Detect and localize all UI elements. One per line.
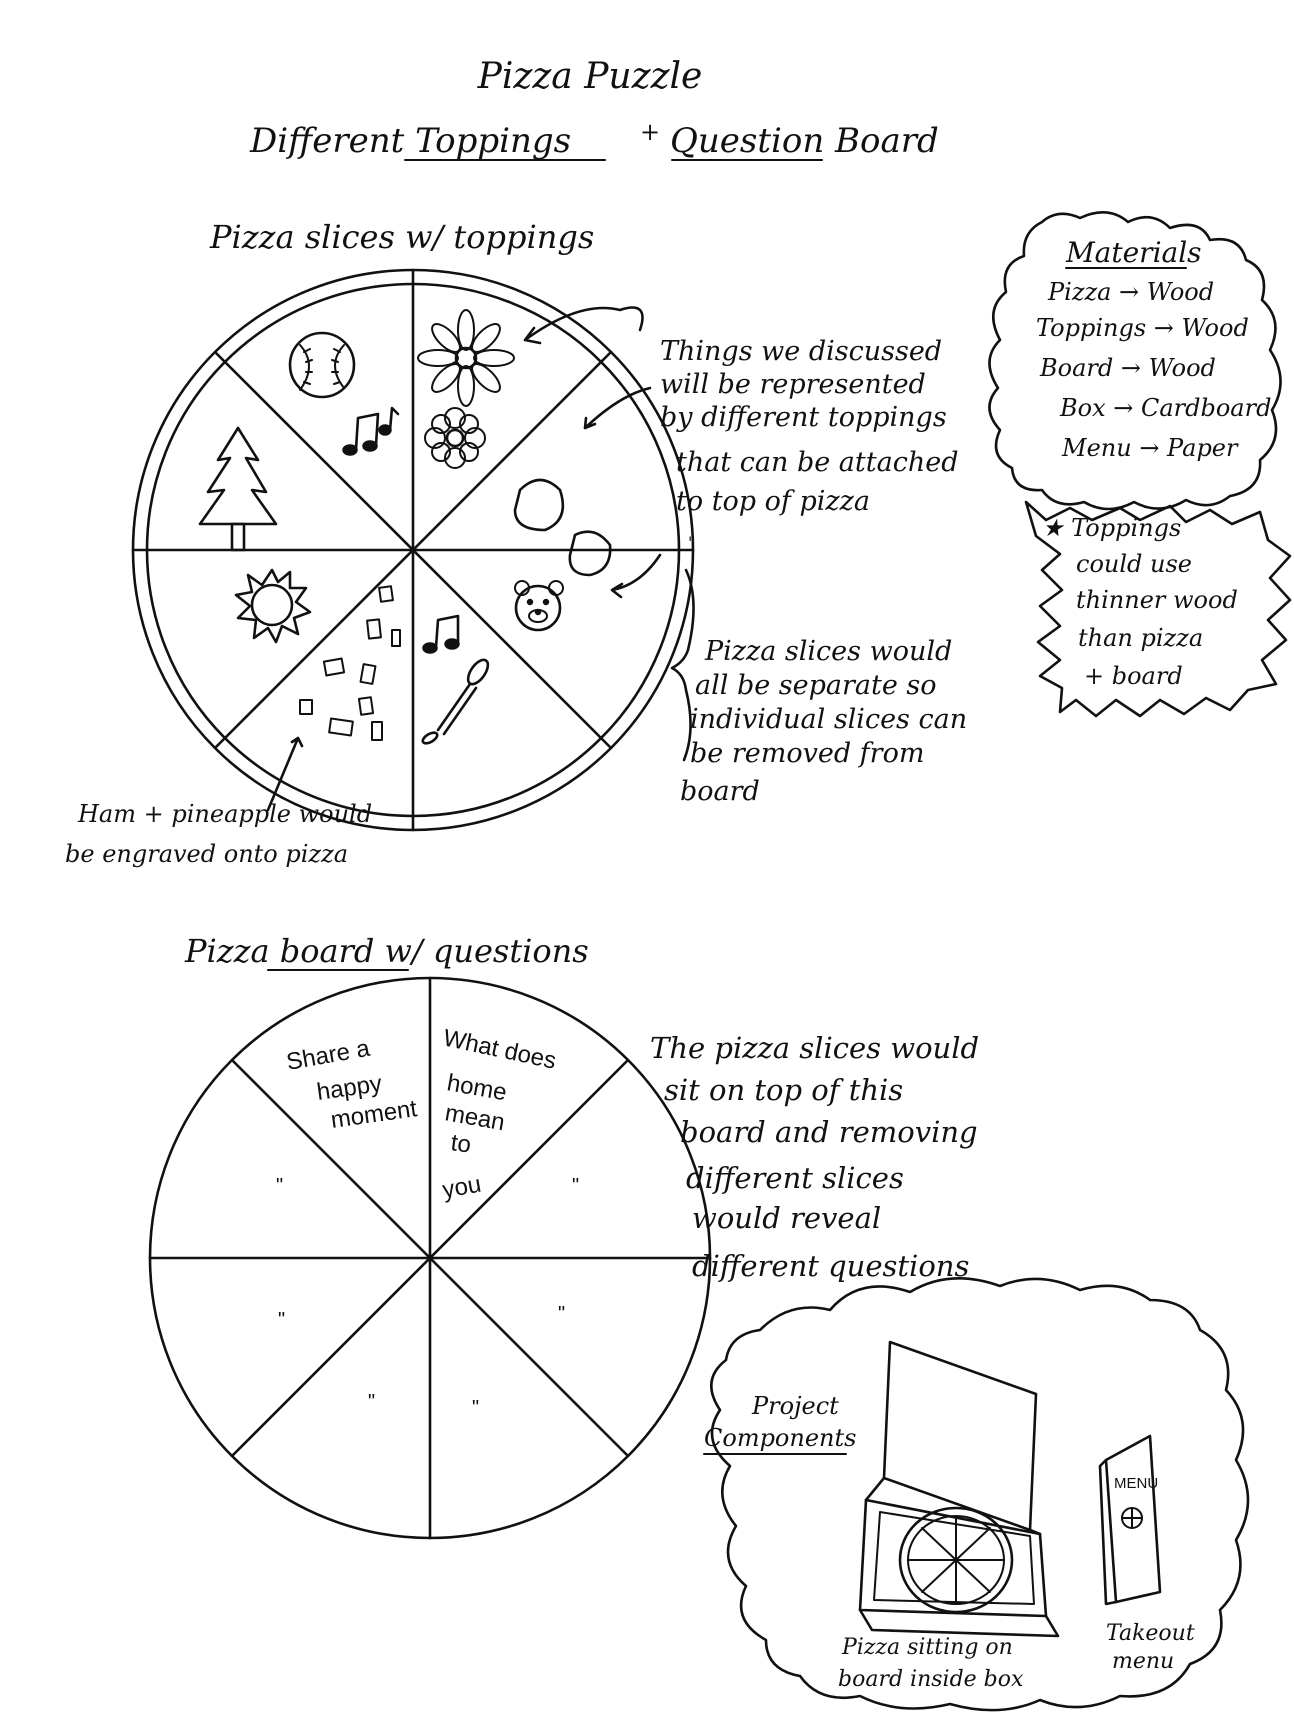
board-cut-4	[230, 1058, 630, 1458]
toppings-note-line-4: that can be attached	[676, 447, 958, 478]
subtitle-part2: Question Board	[670, 121, 939, 161]
engraved-note-line-2: be engraved onto pizza	[65, 840, 348, 868]
section2-heading: Pizza board w/ questions	[184, 932, 589, 970]
slices-brace	[670, 568, 695, 762]
subtitle-plus: +	[640, 118, 660, 146]
thinner-wood-line-4: than pizza	[1078, 624, 1203, 652]
baseball-icon	[288, 331, 356, 399]
box-inner	[873, 1511, 1035, 1605]
thinner-wood-bubble: ★ Toppings could use thinner wood than p…	[1024, 500, 1292, 718]
toppings-note-line-1: Things we discussed	[660, 336, 942, 367]
board-note-line-2: sit on top of this	[664, 1073, 903, 1107]
slices-note-line-4: be removed from	[690, 738, 924, 769]
slice-cut-4	[213, 350, 613, 750]
ditto-right-lower: "	[558, 1303, 565, 1325]
materials-cloud: Materials Pizza → Wood Toppings → Wood B…	[988, 211, 1282, 511]
flower-icon	[417, 309, 515, 407]
q1-line-1: Share a	[284, 1035, 372, 1076]
tree-icon	[198, 426, 278, 552]
menu-caption-line-1: Takeout	[1106, 1621, 1195, 1646]
subtitle-part1: Different Toppings	[249, 121, 571, 161]
ham-pineapple-pieces-icon	[299, 585, 401, 741]
thinner-wood-line-3: thinner wood	[1076, 586, 1238, 614]
materials-item-pizza: Pizza → Wood	[1047, 278, 1214, 306]
materials-item-box: Box → Cardboard	[1059, 394, 1271, 422]
menu-front	[1104, 1434, 1162, 1604]
box-pizza-outer	[898, 1506, 1014, 1614]
q2-line-1: What does	[441, 1024, 559, 1074]
menu-label: MENU	[1114, 1475, 1158, 1492]
box-front	[858, 1608, 1060, 1638]
components-heading-line-1: Project	[751, 1392, 839, 1420]
ditto-bottom-left: "	[368, 1391, 375, 1413]
thinner-wood-line-2: could use	[1076, 550, 1192, 578]
pizza-box-icon	[858, 1340, 1060, 1638]
ditto-mark: "	[688, 533, 695, 552]
materials-item-menu: Menu → Paper	[1061, 434, 1239, 462]
board-note: The pizza slices would sit on top of thi…	[650, 1031, 979, 1283]
question-home-meaning: What does home mean to you	[440, 1024, 558, 1203]
box-caption-line-2: board inside box	[838, 1667, 1024, 1692]
small-flower-icon	[424, 407, 486, 469]
engraved-note: Ham + pineapple would be engraved onto p…	[65, 800, 372, 868]
board-note-line-3: board and removing	[680, 1115, 978, 1149]
pizza-with-toppings	[131, 268, 695, 832]
menu-caption-line-2: menu	[1112, 1649, 1174, 1674]
toppings-note-line-3: by different toppings	[660, 402, 947, 433]
question-board: Share a happy moment What does home mean…	[148, 976, 712, 1540]
project-components-cloud: Project Components MENU Pizza sittin	[703, 1277, 1250, 1712]
toppings-note-line-2: will be represented	[660, 369, 926, 400]
materials-heading: Materials	[1065, 236, 1202, 269]
toppings-note: Things we discussed will be represented …	[660, 336, 958, 517]
music-notes-icon-2	[422, 614, 460, 654]
menu-spine	[1098, 1458, 1118, 1606]
thinner-wood-line-5: + board	[1084, 662, 1183, 690]
components-heading-line-2: Components	[704, 1424, 856, 1452]
ditto-left-lower: "	[278, 1309, 285, 1331]
thinner-wood-line-1: ★ Toppings	[1042, 514, 1181, 542]
sun-icon	[234, 568, 312, 644]
slices-note-line-1: Pizza slices would	[704, 636, 952, 667]
engraved-arrow	[266, 736, 304, 812]
q2-line-4: to	[449, 1129, 473, 1159]
ditto-left-upper: "	[276, 1175, 283, 1197]
slices-note-line-5: board	[680, 776, 760, 807]
board-note-line-1: The pizza slices would	[650, 1031, 979, 1065]
takeout-menu-icon: MENU	[1098, 1434, 1162, 1606]
arrow-to-bread	[583, 386, 652, 430]
bread-roll-icon	[513, 478, 612, 577]
toppings-note-line-5: to top of pizza	[676, 486, 870, 517]
box-caption-line-1: Pizza sitting on	[841, 1635, 1013, 1660]
ditto-right-upper: "	[572, 1175, 579, 1197]
bear-icon	[514, 580, 564, 632]
box-lid	[882, 1340, 1038, 1532]
section1-heading: Pizza slices w/ toppings	[209, 218, 594, 256]
engraved-note-line-1: Ham + pineapple would	[77, 800, 372, 828]
slices-note-line-2: all be separate so	[695, 670, 937, 701]
microphone-icon	[421, 658, 490, 745]
ditto-marks: " " " " " "	[276, 1175, 579, 1419]
board-note-line-4: different slices	[686, 1161, 904, 1195]
q2-line-5: you	[440, 1171, 483, 1204]
arrow-to-bear	[610, 553, 662, 599]
board-note-line-5: would reveal	[692, 1201, 881, 1235]
music-notes-icon	[342, 406, 400, 456]
materials-item-board: Board → Wood	[1039, 354, 1216, 382]
page-title: Pizza Puzzle	[477, 56, 703, 97]
arrow-to-flower	[523, 306, 644, 345]
question-happy-moment: Share a happy moment	[284, 1035, 419, 1134]
board-note-line-6: different questions	[692, 1249, 969, 1283]
materials-item-toppings: Toppings → Wood	[1036, 314, 1249, 342]
ditto-bottom-right: "	[472, 1397, 479, 1419]
slices-note-line-3: individual slices can	[690, 704, 967, 735]
slices-note: Pizza slices would all be separate so in…	[680, 636, 967, 807]
